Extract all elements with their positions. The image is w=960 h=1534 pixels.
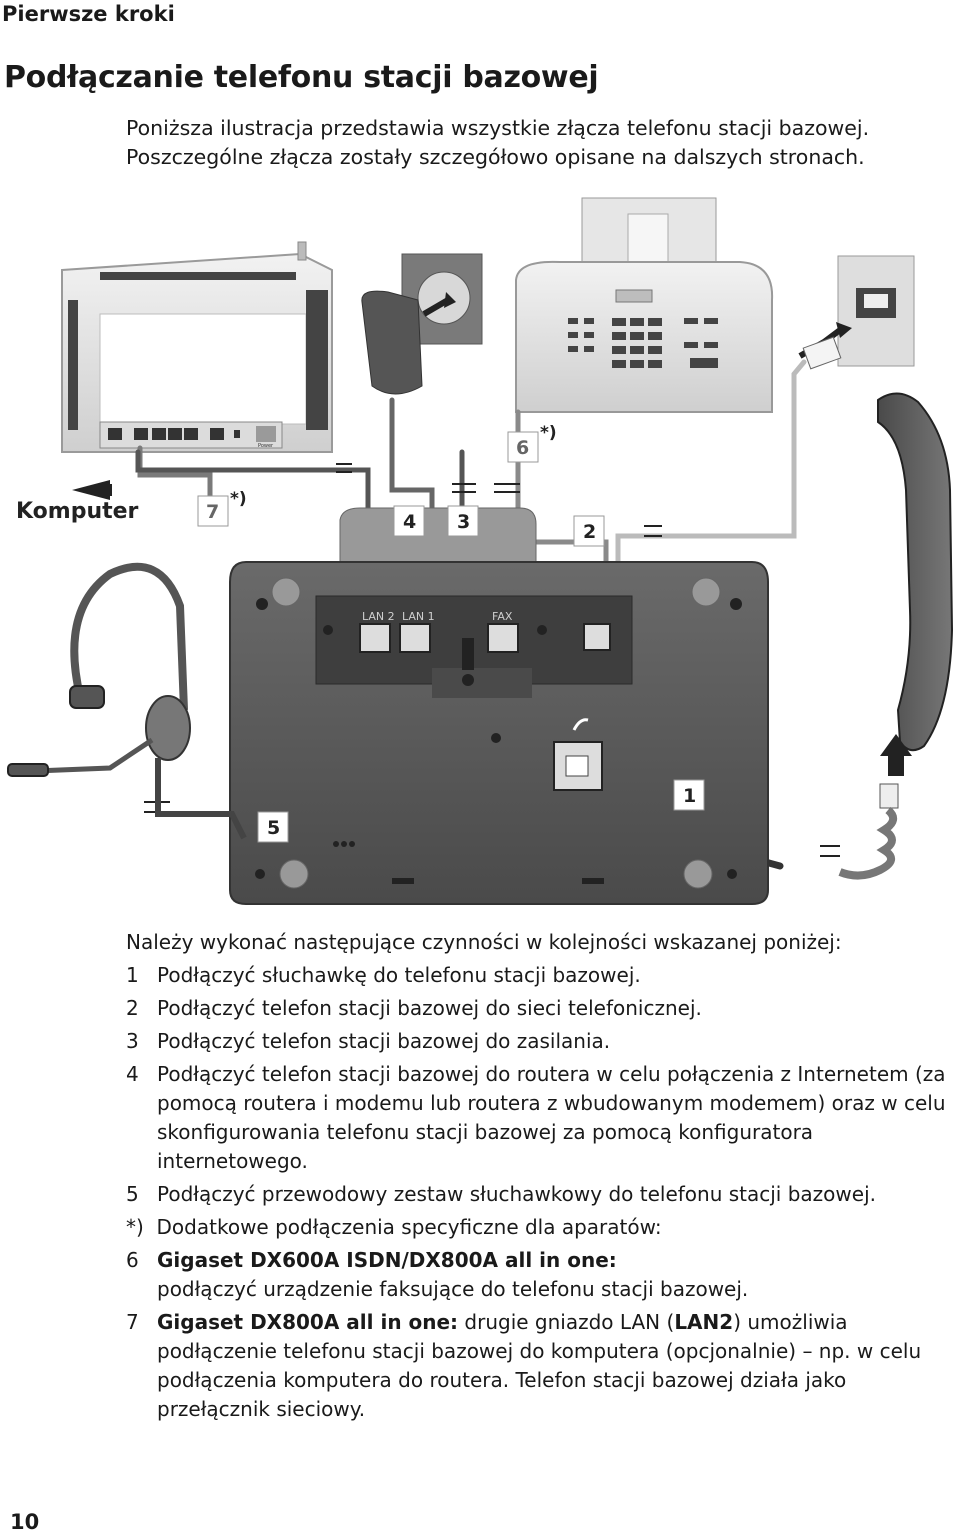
extra-6-model: Gigaset DX600A ISDN/DX800A all in one: xyxy=(157,1248,617,1272)
power-socket xyxy=(361,253,483,395)
handset xyxy=(838,392,954,880)
komputer-label: Komputer xyxy=(16,499,139,524)
callout-5: 5 xyxy=(257,811,289,843)
callout-2: 2 xyxy=(573,515,605,547)
svg-text:7: 7 xyxy=(206,501,219,523)
extra-7: 7 Gigaset DX800A all in one: drugie gnia… xyxy=(126,1310,922,1421)
headset xyxy=(7,562,247,840)
instructions-lead: Należy wykonać następujące czynności w k… xyxy=(126,930,842,954)
callout-3: 3 xyxy=(447,505,479,537)
page-number: 10 xyxy=(10,1510,40,1534)
asterisk-7: *) xyxy=(230,489,247,509)
step-4: 4 Podłączyć telefon stacji bazowej do ro… xyxy=(126,1062,946,1173)
intro-line-1: Poniższa ilustracja przedstawia wszystki… xyxy=(126,116,870,140)
additional-note: *) Dodatkowe podłączenia specyficzne dla… xyxy=(126,1213,956,1242)
port-label-fax: FAX xyxy=(492,610,513,623)
phone-wall-jack xyxy=(798,255,915,370)
svg-text:1: 1 xyxy=(683,785,696,807)
extra-7-lan2: LAN2 xyxy=(674,1310,734,1334)
base-station: LAN 2 LAN 1 FAX xyxy=(229,507,769,905)
step-5: 5 Podłączyć przewodowy zestaw słuchawkow… xyxy=(126,1182,876,1206)
instructions: Należy wykonać następujące czynności w k… xyxy=(126,928,956,1428)
intro-paragraph: Poniższa ilustracja przedstawia wszystki… xyxy=(126,114,946,172)
svg-text:4: 4 xyxy=(403,511,416,533)
page-title: Podłączanie telefonu stacji bazowej xyxy=(4,60,599,95)
port-label-lan2: LAN 2 xyxy=(362,610,395,623)
router: Power xyxy=(61,241,333,453)
callout-7: 7 xyxy=(197,495,229,527)
callout-4: 4 xyxy=(393,505,425,537)
intro-line-2: Poszczególne złącza zostały szczegółowo … xyxy=(126,145,865,169)
extra-6-text: podłączyć urządzenie faksujące do telefo… xyxy=(157,1277,749,1301)
connection-diagram: Power xyxy=(7,197,954,905)
callout-6: 6 xyxy=(507,431,539,463)
router-power-label: Power xyxy=(258,443,274,449)
step-1: 1 Podłączyć słuchawkę do telefonu stacji… xyxy=(126,963,641,987)
svg-text:2: 2 xyxy=(583,521,596,543)
running-header: Pierwsze kroki xyxy=(2,2,175,26)
svg-text:6: 6 xyxy=(516,437,529,459)
extra-7-model: Gigaset DX800A all in one: xyxy=(157,1310,459,1334)
extra-6: 6 Gigaset DX600A ISDN/DX800A all in one:… xyxy=(126,1248,749,1301)
extra-7-text-b: ) umożliwia podłączenie telefonu stacji … xyxy=(157,1310,922,1421)
step-2: 2 Podłączyć telefon stacji bazowej do si… xyxy=(126,996,702,1020)
svg-text:5: 5 xyxy=(267,817,280,839)
callout-1: 1 xyxy=(673,779,705,811)
extra-7-text-a: drugie gniazdo LAN ( xyxy=(458,1310,675,1334)
note-text: Dodatkowe podłączenia specyficzne dla ap… xyxy=(156,1215,662,1239)
asterisk-6: *) xyxy=(540,423,557,443)
svg-text:3: 3 xyxy=(457,511,470,533)
port-label-lan1: LAN 1 xyxy=(402,610,435,623)
note-marker: *) xyxy=(126,1215,144,1239)
step-3: 3 Podłączyć telefon stacji bazowej do za… xyxy=(126,1029,611,1053)
fax-machine xyxy=(515,197,774,413)
